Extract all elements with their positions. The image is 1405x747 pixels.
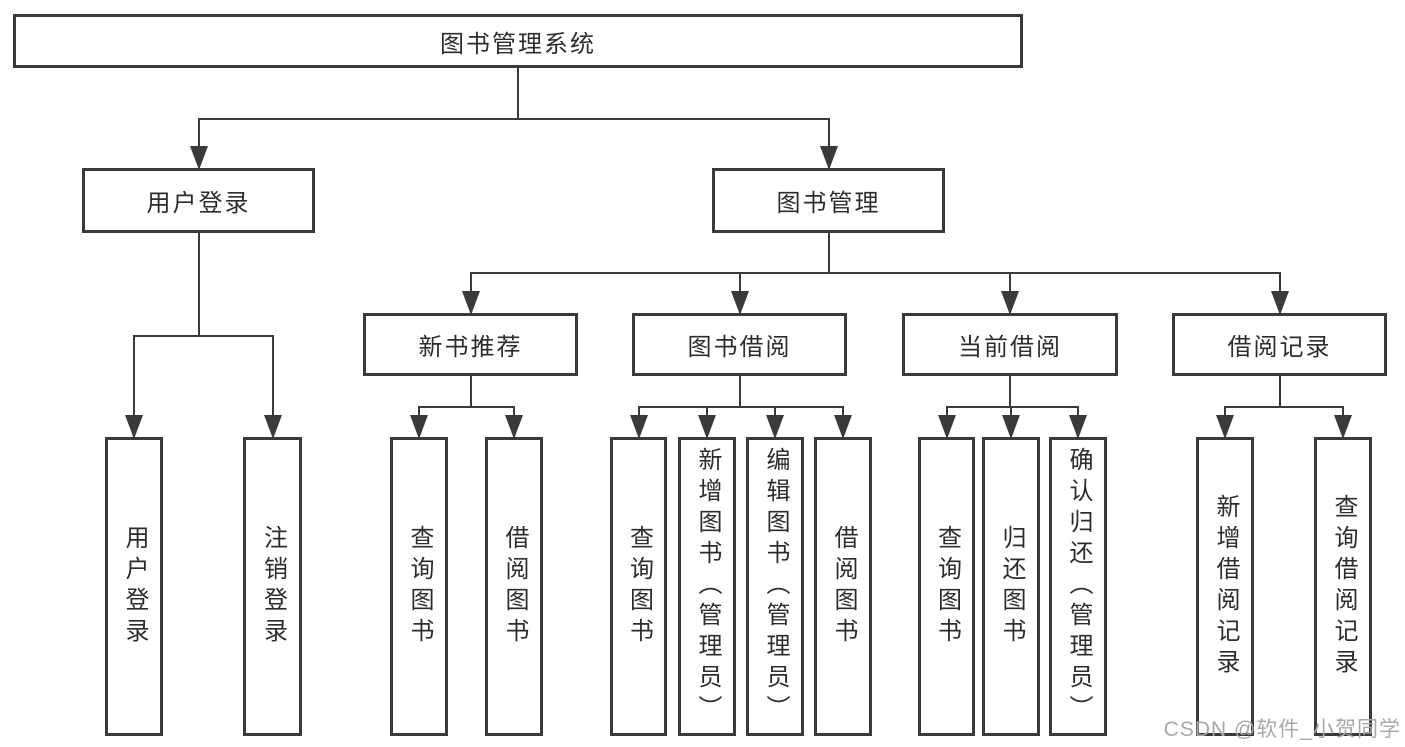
arrowhead-down-icon bbox=[1334, 415, 1352, 439]
arrowhead-down-icon bbox=[1270, 291, 1289, 315]
connector-line bbox=[271, 336, 274, 437]
arrowhead-down-icon bbox=[937, 415, 956, 439]
connector-line bbox=[738, 376, 741, 407]
node-current-borrow: 当前借阅 bbox=[902, 313, 1118, 376]
node-leaf-br-add: 新增借阅记录 bbox=[1196, 437, 1254, 736]
arrowhead-down-icon bbox=[819, 146, 838, 170]
connector-line bbox=[827, 119, 830, 168]
arrowhead-down-icon bbox=[698, 415, 716, 439]
node-leaf-nb-query: 查询图书 bbox=[390, 437, 448, 736]
node-leaf-cb-return: 归还图书 bbox=[982, 437, 1040, 736]
node-book-management: 图书管理 bbox=[712, 168, 945, 233]
arrowhead-down-icon bbox=[1216, 415, 1234, 439]
node-label-book-management: 图书管理 bbox=[776, 190, 881, 217]
connector-line bbox=[133, 336, 135, 437]
node-leaf-br-query: 查询借阅记录 bbox=[1314, 437, 1372, 736]
node-label-leaf-br-query: 查询借阅记录 bbox=[1330, 493, 1357, 680]
arrowhead-down-icon bbox=[125, 415, 143, 439]
node-label-leaf-logout: 注销登录 bbox=[259, 524, 287, 649]
node-leaf-cb-query: 查询图书 bbox=[918, 437, 975, 736]
node-borrow-records: 借阅记录 bbox=[1172, 313, 1387, 376]
arrowhead-down-icon bbox=[834, 415, 852, 439]
arrowhead-down-icon bbox=[1002, 415, 1020, 439]
csdn-watermark: CSDN @软件_小贺同学 bbox=[1163, 718, 1401, 741]
node-label-leaf-bb-borrow: 借阅图书 bbox=[830, 524, 857, 649]
connector-line bbox=[1224, 406, 1344, 408]
connector-line bbox=[418, 406, 515, 408]
node-label-leaf-nb-query: 查询图书 bbox=[406, 524, 433, 649]
node-label-user-login: 用户登录 bbox=[146, 190, 251, 217]
node-leaf-logout: 注销登录 bbox=[243, 437, 302, 736]
connector-line bbox=[945, 406, 1079, 408]
arrowhead-down-icon bbox=[461, 291, 480, 315]
node-leaf-cb-confirm: 确认归还（管理员） bbox=[1049, 437, 1107, 736]
arrowhead-down-icon bbox=[505, 415, 523, 439]
node-leaf-bb-borrow: 借阅图书 bbox=[814, 437, 872, 736]
connector-line bbox=[469, 376, 472, 407]
node-label-new-book-recommend: 新书推荐 bbox=[418, 334, 523, 361]
node-leaf-nb-borrow: 借阅图书 bbox=[485, 437, 543, 736]
node-label-leaf-br-add: 新增借阅记录 bbox=[1212, 493, 1239, 680]
node-label-leaf-cb-confirm: 确认归还（管理员） bbox=[1065, 447, 1092, 726]
node-label-borrow-records: 借阅记录 bbox=[1227, 334, 1332, 361]
node-leaf-bb-edit: 编辑图书（管理员） bbox=[746, 437, 804, 736]
connector-line bbox=[1009, 376, 1011, 407]
node-label-current-borrow: 当前借阅 bbox=[958, 334, 1062, 361]
node-label-book-borrow: 图书借阅 bbox=[687, 334, 792, 361]
node-leaf-bb-query: 查询图书 bbox=[610, 437, 667, 736]
arrowhead-down-icon bbox=[766, 415, 784, 439]
node-label-leaf-bb-edit: 编辑图书（管理员） bbox=[762, 447, 789, 726]
node-label-leaf-cb-return: 归还图书 bbox=[998, 524, 1025, 649]
node-label-root: 图书管理系统 bbox=[440, 30, 596, 58]
node-label-leaf-cb-query: 查询图书 bbox=[933, 524, 961, 649]
arrowhead-down-icon bbox=[189, 146, 208, 170]
node-label-leaf-nb-borrow: 借阅图书 bbox=[501, 524, 528, 649]
node-leaf-user-login: 用户登录 bbox=[105, 437, 163, 736]
arrowhead-down-icon bbox=[1001, 291, 1019, 315]
connector-line bbox=[197, 118, 830, 120]
connector-line bbox=[133, 335, 274, 337]
node-root: 图书管理系统 bbox=[13, 14, 1023, 68]
node-user-login: 用户登录 bbox=[82, 168, 315, 233]
node-label-leaf-bb-add: 新增图书（管理员） bbox=[694, 447, 721, 726]
connector-line bbox=[197, 119, 200, 168]
node-leaf-bb-add: 新增图书（管理员） bbox=[678, 437, 736, 736]
arrowhead-down-icon bbox=[629, 415, 648, 439]
arrowhead-down-icon bbox=[410, 415, 428, 439]
node-label-leaf-bb-query: 查询图书 bbox=[625, 524, 653, 649]
arrowhead-down-icon bbox=[730, 291, 749, 315]
arrowhead-down-icon bbox=[1069, 415, 1087, 439]
arrowhead-down-icon bbox=[263, 415, 282, 439]
connector-line bbox=[469, 272, 1281, 274]
node-book-borrow: 图书借阅 bbox=[632, 313, 847, 376]
connector-line bbox=[827, 233, 830, 273]
node-label-leaf-user-login: 用户登录 bbox=[121, 524, 148, 649]
connector-line bbox=[1278, 376, 1281, 407]
connector-line bbox=[637, 406, 844, 408]
connector-line bbox=[197, 233, 200, 336]
connector-line bbox=[517, 68, 519, 119]
node-new-book-recommend: 新书推荐 bbox=[363, 313, 578, 376]
